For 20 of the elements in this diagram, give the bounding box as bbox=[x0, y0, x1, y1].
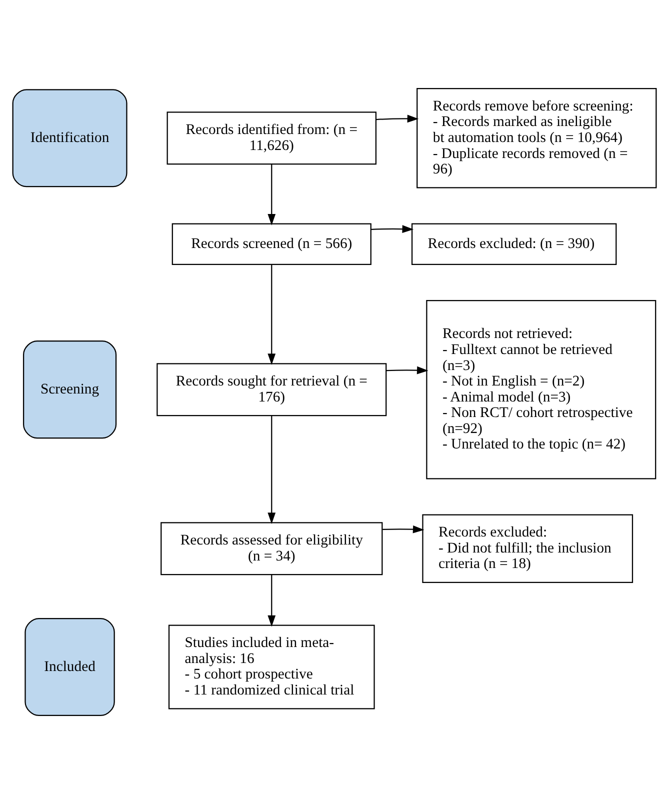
node-box: Records not retrieved: - Fulltext cannot be retrieved (n=3) - Not in English = (n=2) - Animal model (n=3) - Non RCT/ cohort retrospective (n=92) - Unrelated to the topic (n= 42) bbox=[426, 300, 656, 480]
node-box: Identification bbox=[12, 89, 128, 188]
node-box: Records identified from: (n = 11,626) bbox=[166, 112, 376, 165]
node-box: Records sought for retrieval (n = 176) bbox=[156, 363, 387, 416]
node-box: Studies included in meta-analysis: 16 - 5 cohort prospective - 11 randomized clinical trial bbox=[168, 624, 375, 710]
arrow bbox=[382, 525, 424, 534]
node-box: Records remove before screening: - Records marked as ineligible bt automation tools (n = 10,964) - Duplicate records removed (n = 96) bbox=[416, 88, 657, 188]
node-box: Records excluded: (n = 390) bbox=[411, 223, 617, 265]
arrow bbox=[268, 164, 276, 226]
node-box: Records screened (n = 566) bbox=[172, 223, 372, 265]
node-box: Screening bbox=[22, 340, 117, 439]
node-box: Included bbox=[24, 618, 115, 716]
arrow bbox=[268, 416, 276, 524]
arrow bbox=[268, 264, 276, 365]
node-box: Records assessed for eligibility (n = 34) bbox=[160, 522, 383, 576]
arrow bbox=[268, 574, 276, 627]
arrow bbox=[386, 366, 428, 374]
node-box: Records excluded: - Did not fulfill; the inclusion criteria (n = 18) bbox=[422, 514, 634, 583]
arrow bbox=[376, 114, 419, 123]
arrow bbox=[371, 225, 414, 233]
